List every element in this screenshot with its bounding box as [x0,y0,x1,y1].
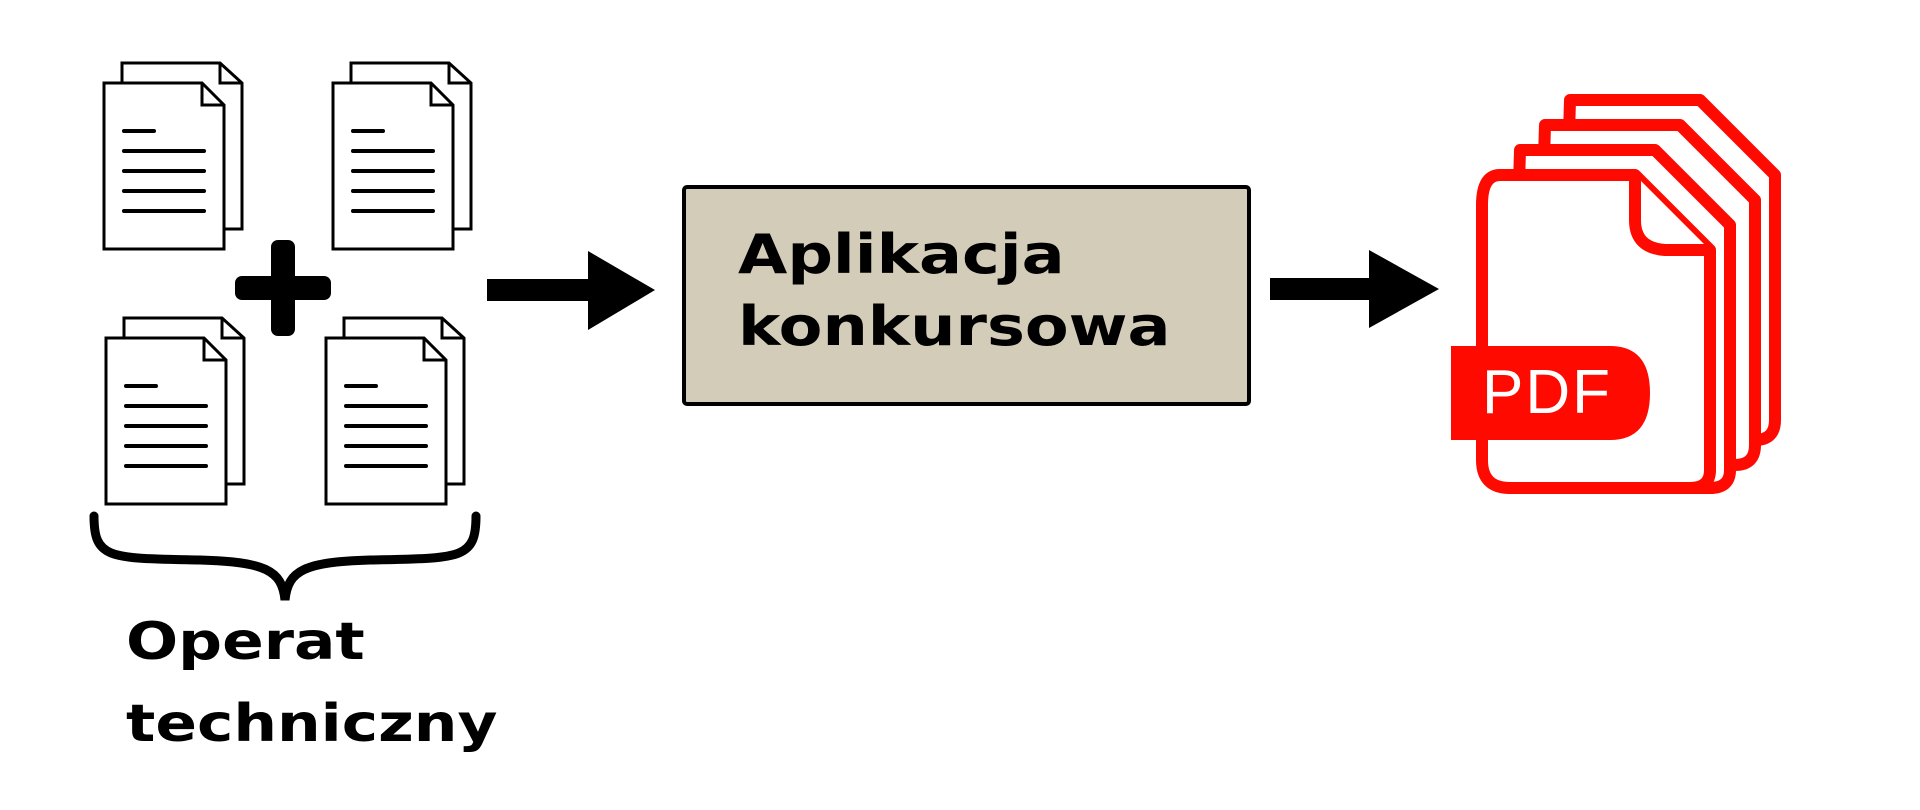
document-icon [324,316,466,506]
arrow-right-icon [1270,250,1439,328]
process-box-label-line2: konkursowa [738,295,1171,358]
curly-brace [89,511,481,601]
arrow-right-icon [487,251,655,330]
pdf-badge-label: PDF [1482,358,1612,427]
document-icon [331,61,473,251]
source-label-line1: Operat [126,612,365,672]
source-label-line2: techniczny [126,694,498,754]
pdf-badge [1451,346,1650,440]
process-box [682,185,1251,406]
plus-icon [235,240,331,336]
process-box-label-line1: Aplikacja [738,223,1065,286]
document-icon [102,61,244,251]
document-icon [104,316,246,506]
